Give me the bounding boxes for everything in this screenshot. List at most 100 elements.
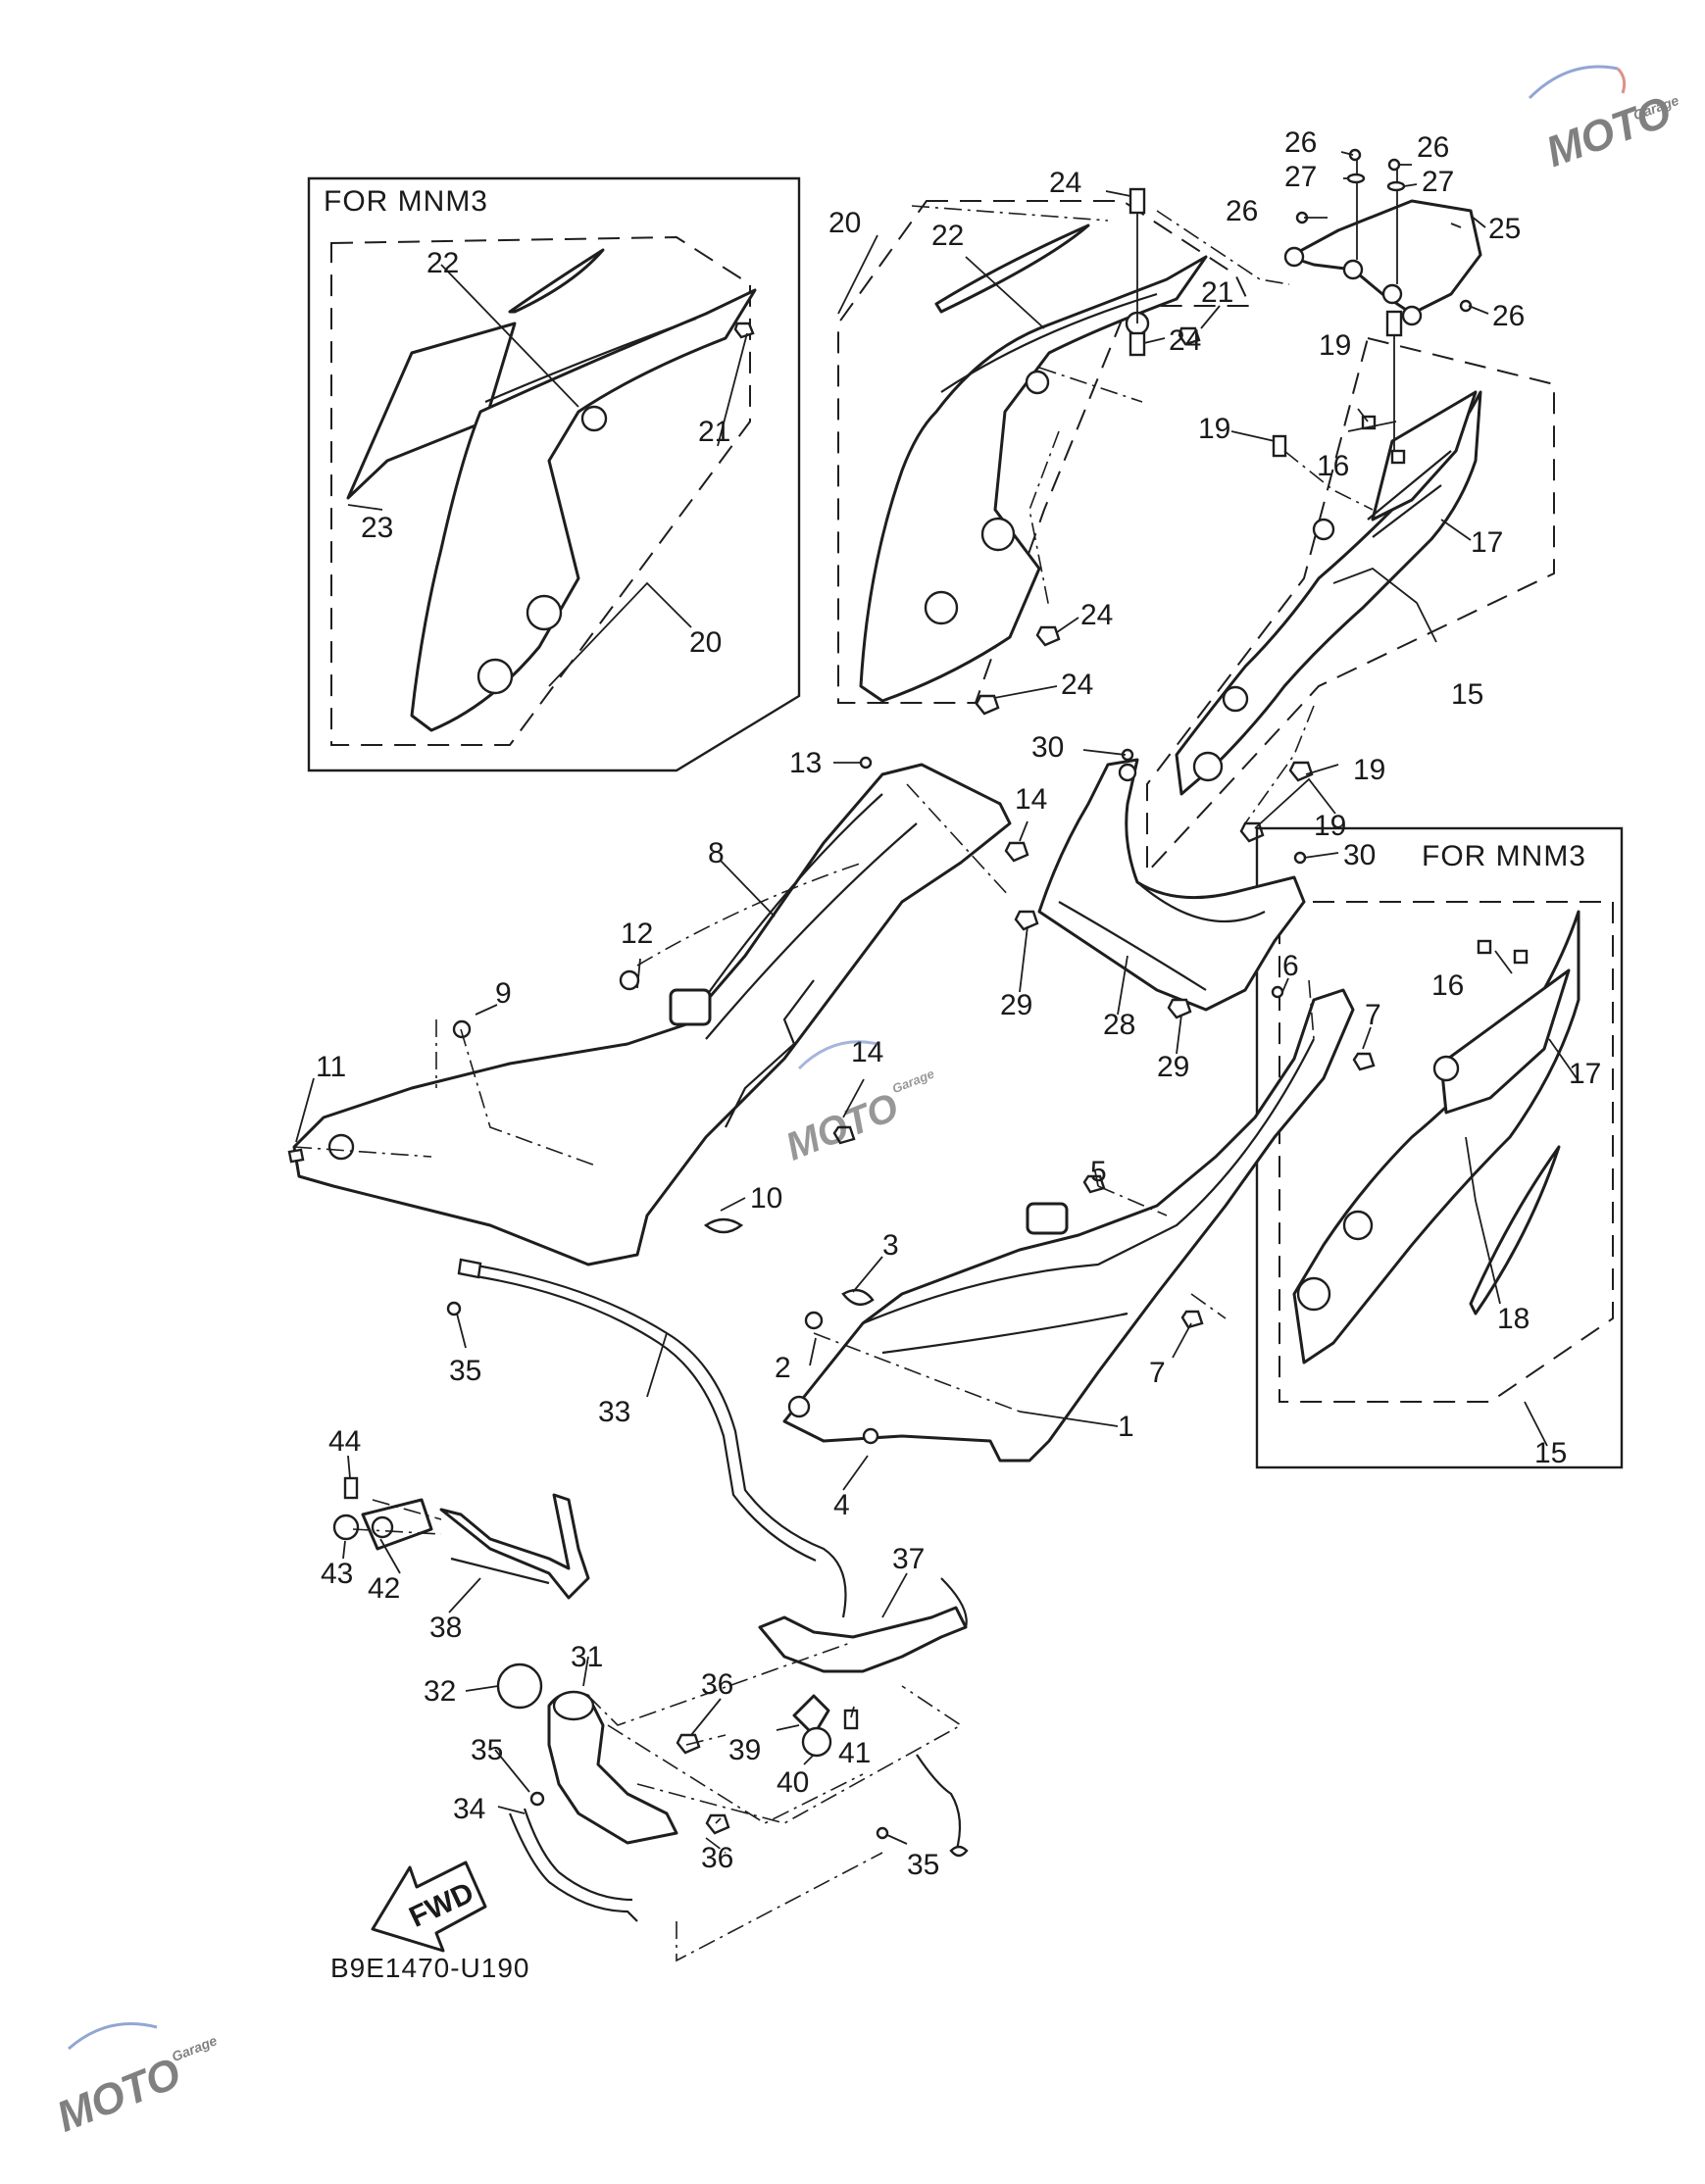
callout-36b: 36 xyxy=(701,1842,733,1874)
watermark-center-tag: Garage xyxy=(890,1067,936,1097)
callout-30: 30 xyxy=(1031,731,1064,764)
callout-16: 16 xyxy=(1317,450,1349,482)
callout-13: 13 xyxy=(789,747,822,779)
callout-7: 7 xyxy=(1365,999,1381,1031)
callout-7b: 7 xyxy=(1149,1357,1166,1389)
callout-23: 23 xyxy=(361,512,393,544)
callout-labels: 1 2 3 4 5 6 7 7 8 9 10 11 12 13 14 14 15… xyxy=(316,126,1601,1881)
callout-38: 38 xyxy=(429,1612,462,1644)
callout-2: 2 xyxy=(775,1352,791,1384)
callout-29: 29 xyxy=(1000,989,1032,1021)
callout-27b: 27 xyxy=(1422,166,1454,198)
bolts-24 xyxy=(975,187,1146,716)
callout-35c: 35 xyxy=(907,1849,939,1881)
callout-35: 35 xyxy=(471,1734,503,1766)
callout-27: 27 xyxy=(1284,161,1317,193)
hose-33 xyxy=(446,1258,847,1618)
tail-bracket-28 xyxy=(1014,748,1307,1019)
callout-43: 43 xyxy=(321,1558,353,1590)
callout-29b: 29 xyxy=(1157,1051,1189,1083)
cap-32 xyxy=(496,1663,543,1710)
callout-24: 24 xyxy=(1049,167,1081,199)
callout-8: 8 xyxy=(708,837,725,869)
callout-14b: 14 xyxy=(851,1036,883,1068)
callout-26d: 26 xyxy=(1492,300,1525,332)
callout-19: 19 xyxy=(1319,329,1351,362)
inset-box-left-title: FOR MNM3 xyxy=(324,185,488,218)
decal-22-main xyxy=(934,223,1090,314)
callout-44: 44 xyxy=(328,1425,361,1458)
callout-40: 40 xyxy=(777,1766,809,1799)
callout-15: 15 xyxy=(1451,678,1483,711)
bracket-38-assembly xyxy=(332,1476,590,1600)
callout-14: 14 xyxy=(1015,783,1047,816)
callout-21: 21 xyxy=(1201,276,1233,309)
decal-18 xyxy=(1469,1145,1561,1315)
callout-15b: 15 xyxy=(1534,1437,1567,1469)
callout-20b: 20 xyxy=(689,626,722,659)
watermark-center-text: MOTO xyxy=(779,1085,904,1168)
callout-41: 41 xyxy=(838,1737,871,1769)
callout-26c: 26 xyxy=(1226,195,1258,227)
callout-31: 31 xyxy=(571,1641,603,1673)
inset-box-right: FOR MNM3 xyxy=(1255,826,1624,1469)
callout-20: 20 xyxy=(828,207,861,239)
callout-25: 25 xyxy=(1488,213,1521,245)
chain-lines xyxy=(293,205,1374,1962)
callout-32: 32 xyxy=(424,1675,456,1708)
bracket-37-assembly xyxy=(758,1577,969,1858)
callout-39: 39 xyxy=(728,1734,761,1766)
callout-17b: 17 xyxy=(1569,1058,1601,1090)
drawing-code: B9E1470-U190 xyxy=(330,1953,529,1983)
watermark-bottom-left-text: MOTO xyxy=(50,2049,187,2142)
callout-36: 36 xyxy=(701,1668,733,1701)
callout-34: 34 xyxy=(453,1793,485,1825)
side-cover-15-main xyxy=(1146,310,1555,875)
callout-4: 4 xyxy=(833,1489,850,1521)
callout-12: 12 xyxy=(621,918,653,950)
callout-17: 17 xyxy=(1471,526,1503,559)
callout-22: 22 xyxy=(931,220,964,252)
callout-6: 6 xyxy=(1282,950,1299,982)
callout-33: 33 xyxy=(598,1396,630,1428)
leader-lines xyxy=(295,151,1578,1845)
side-cover-20-main xyxy=(837,200,1252,704)
callout-30b: 30 xyxy=(1343,839,1376,871)
callout-9: 9 xyxy=(495,977,512,1010)
bracket-25 xyxy=(1283,148,1482,326)
frame-cover-1 xyxy=(782,985,1376,1463)
watermark-top-right: MOTO Garage xyxy=(1528,65,1681,176)
callout-19b: 19 xyxy=(1198,413,1230,445)
callout-26: 26 xyxy=(1284,126,1317,159)
callout-22b: 22 xyxy=(426,247,459,279)
callout-26b: 26 xyxy=(1417,131,1449,164)
callout-35b: 35 xyxy=(449,1355,481,1387)
callout-3: 3 xyxy=(882,1229,899,1262)
callout-24d: 24 xyxy=(1061,669,1093,701)
callout-24b: 24 xyxy=(1169,324,1201,357)
watermark-bottom-left: MOTO Garage xyxy=(50,2021,220,2142)
watermark-bottom-left-tag: Garage xyxy=(170,2032,220,2064)
callout-19c: 19 xyxy=(1353,754,1385,786)
callout-5: 5 xyxy=(1090,1156,1107,1188)
inset-box-right-title: FOR MNM3 xyxy=(1422,840,1586,872)
inset-box-left: FOR MNM3 xyxy=(307,176,801,772)
callout-16b: 16 xyxy=(1431,969,1464,1002)
frame-cover-8 xyxy=(287,756,1029,1266)
callout-28: 28 xyxy=(1103,1009,1135,1041)
nut-21-inset xyxy=(733,322,755,339)
nut-21-main xyxy=(1178,326,1201,346)
holder-31-assembly xyxy=(496,1663,730,1922)
callout-42: 42 xyxy=(368,1572,400,1605)
callout-11: 11 xyxy=(316,1051,346,1083)
callout-18: 18 xyxy=(1497,1303,1529,1335)
fwd-arrow: FWD xyxy=(371,1861,487,1953)
callout-21b: 21 xyxy=(698,416,730,448)
callout-10: 10 xyxy=(750,1182,782,1215)
callout-19d: 19 xyxy=(1314,810,1346,842)
decal-22 xyxy=(508,248,605,314)
callout-37: 37 xyxy=(892,1543,925,1575)
callout-24c: 24 xyxy=(1080,599,1113,631)
decal-23 xyxy=(346,322,517,500)
